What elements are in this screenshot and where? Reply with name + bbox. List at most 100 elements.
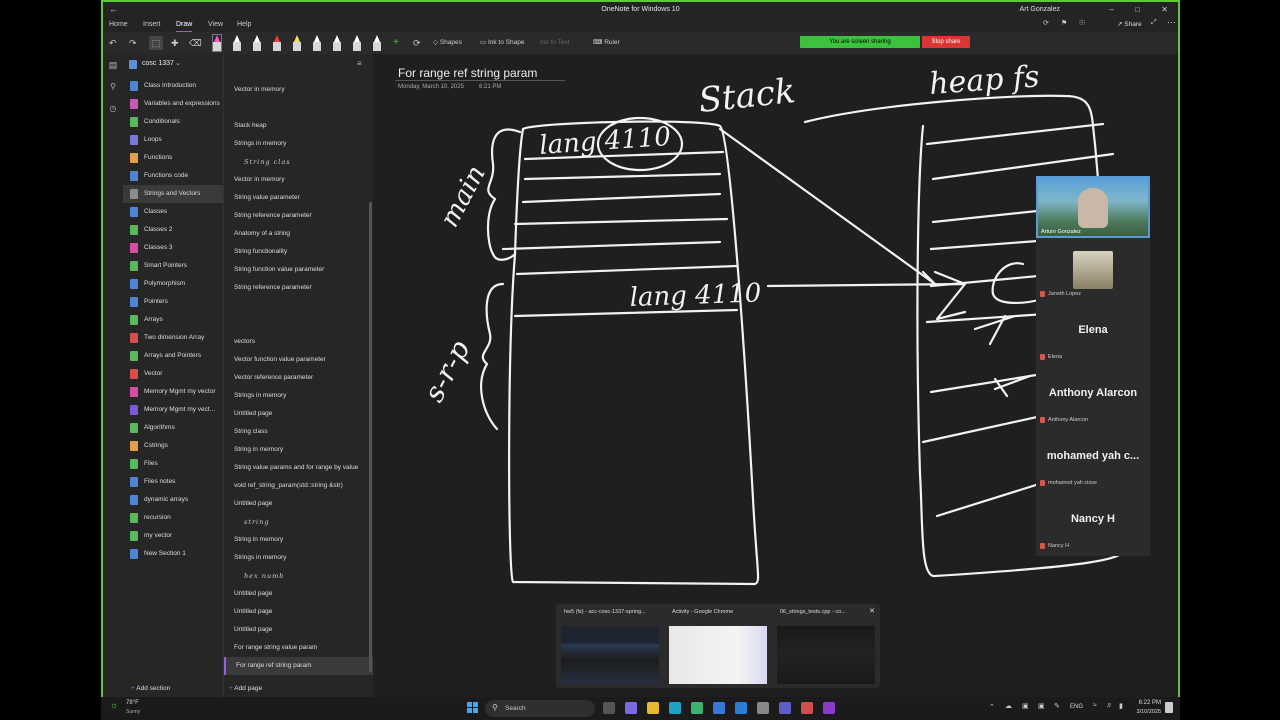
page-item[interactable]: Vector reference parameter bbox=[234, 374, 314, 381]
page-list-scrollbar[interactable] bbox=[369, 202, 372, 672]
participant-tile[interactable]: Arturo Gonzalez bbox=[1036, 176, 1150, 238]
clock-time[interactable]: 6:22 PM bbox=[1138, 700, 1161, 706]
calendar-icon[interactable] bbox=[757, 702, 769, 714]
store-icon[interactable] bbox=[713, 702, 725, 714]
pen-tool[interactable] bbox=[373, 35, 381, 51]
section-item[interactable]: Algorithms bbox=[123, 419, 223, 437]
page-item[interactable]: hex numb bbox=[244, 572, 285, 580]
section-item[interactable]: Vector bbox=[123, 365, 223, 383]
menu-view[interactable]: View bbox=[208, 21, 224, 28]
section-item[interactable]: Two dimension Array bbox=[123, 329, 223, 347]
participant-tile[interactable]: Janeth Lopez bbox=[1036, 239, 1150, 301]
tray-app-icon[interactable]: ▣ bbox=[1022, 703, 1029, 710]
page-item[interactable]: Untitled page bbox=[234, 500, 273, 507]
section-item[interactable]: Classes bbox=[123, 203, 223, 221]
task-window-thumbnail[interactable]: 06_strings_tests.cpp - co... bbox=[774, 604, 878, 688]
menu-home[interactable]: Home bbox=[109, 21, 128, 28]
minimize-icon[interactable]: – bbox=[1109, 5, 1114, 14]
page-item[interactable]: String functionality bbox=[234, 248, 288, 255]
copilot-icon[interactable] bbox=[625, 702, 637, 714]
page-item[interactable]: Untitled page bbox=[234, 626, 273, 633]
lasso-select-icon[interactable]: ⬚ bbox=[149, 36, 163, 50]
pen-tool[interactable] bbox=[353, 35, 361, 51]
notebook-header[interactable]: cosc 1337 ⌄ ≡ bbox=[123, 54, 373, 74]
ink-replay-icon[interactable]: ⟳ bbox=[413, 38, 421, 48]
close-icon[interactable]: ✕ bbox=[869, 608, 875, 615]
section-item[interactable]: Loops bbox=[123, 131, 223, 149]
page-item[interactable]: string bbox=[244, 518, 270, 526]
lightbulb-icon[interactable]: ☉ bbox=[1079, 20, 1086, 27]
add-space-icon[interactable]: ✚ bbox=[171, 38, 179, 48]
page-item[interactable]: String in memory bbox=[234, 446, 284, 453]
task-window-thumbnail[interactable]: Activity - Google Chrome bbox=[666, 604, 770, 688]
share-button[interactable]: ↗ Share bbox=[1117, 20, 1142, 28]
page-item[interactable]: Untitled page bbox=[234, 590, 273, 597]
section-item[interactable]: Cstrings bbox=[123, 437, 223, 455]
menu-insert[interactable]: Insert bbox=[143, 21, 161, 28]
task-view-icon[interactable] bbox=[603, 702, 615, 714]
pen-tool[interactable] bbox=[212, 34, 222, 52]
redo-icon[interactable]: ↷ bbox=[129, 38, 137, 48]
page-item[interactable]: Vector in memory bbox=[234, 176, 285, 183]
page-item[interactable]: String clas bbox=[244, 158, 291, 166]
pen-tool[interactable] bbox=[273, 35, 281, 51]
user-name[interactable]: Art Gonzalez bbox=[1019, 6, 1060, 13]
ink-to-text-button[interactable]: Ink to Text bbox=[540, 36, 570, 50]
volume-icon[interactable]: ♬ bbox=[1106, 702, 1113, 709]
section-item[interactable]: recursion bbox=[123, 509, 223, 527]
page-item[interactable]: String value params and for range by val… bbox=[234, 464, 359, 471]
taskbar-search[interactable]: ⚲ Search bbox=[485, 700, 595, 717]
section-item[interactable]: Arrays bbox=[123, 311, 223, 329]
pen-tray-icon[interactable]: ✎ bbox=[1054, 703, 1060, 710]
wifi-icon[interactable]: ≈ bbox=[1093, 702, 1097, 709]
search-icon[interactable]: ⚲ bbox=[110, 82, 116, 91]
pen-tool[interactable] bbox=[333, 35, 341, 51]
page-item[interactable]: Strings in memory bbox=[234, 392, 287, 399]
section-item[interactable]: Strings and Vectors bbox=[123, 185, 223, 203]
undo-icon[interactable]: ↶ bbox=[109, 38, 117, 48]
page-item[interactable]: Untitled page bbox=[234, 410, 273, 417]
shapes-button[interactable]: ◇ Shapes bbox=[433, 36, 462, 50]
page-item[interactable]: void ref_string_param(std::string &str) bbox=[234, 482, 343, 489]
fullscreen-icon[interactable]: ⤢ bbox=[1151, 19, 1157, 26]
page-item[interactable]: For range ref string param bbox=[224, 657, 373, 675]
ink-drawing[interactable]: Stack heap fs lang 4110 lang 4110 main s… bbox=[375, 54, 1180, 697]
section-item[interactable]: Pointers bbox=[123, 293, 223, 311]
page-item[interactable]: Strings in memory bbox=[234, 554, 287, 561]
page-item[interactable]: Anatomy of a string bbox=[234, 230, 290, 237]
page-item[interactable]: For range string value param bbox=[234, 644, 318, 651]
close-icon[interactable]: ✕ bbox=[1161, 5, 1168, 14]
section-item[interactable]: Smart Pointers bbox=[123, 257, 223, 275]
pen-tool[interactable] bbox=[253, 35, 261, 51]
pen-tool[interactable] bbox=[293, 35, 301, 51]
section-item[interactable]: Files bbox=[123, 455, 223, 473]
section-item[interactable]: Classes 3 bbox=[123, 239, 223, 257]
section-item[interactable]: New Section 1 bbox=[123, 545, 223, 563]
tray-chevron-icon[interactable]: ⌃ bbox=[989, 704, 995, 711]
eraser-icon[interactable]: ⌫ bbox=[189, 38, 202, 48]
pen-tool[interactable] bbox=[313, 35, 321, 51]
section-item[interactable]: Memory Mgmt my vect... bbox=[123, 401, 223, 419]
sort-icon[interactable]: ≡ bbox=[357, 59, 362, 68]
page-item[interactable]: Vector in memory bbox=[234, 86, 285, 93]
start-button[interactable] bbox=[467, 702, 479, 714]
section-item[interactable]: dynamic arrays bbox=[123, 491, 223, 509]
menu-draw[interactable]: Draw bbox=[176, 21, 193, 33]
file-explorer-icon[interactable] bbox=[647, 702, 659, 714]
chrome-icon[interactable] bbox=[691, 702, 703, 714]
section-item[interactable]: Conditionals bbox=[123, 113, 223, 131]
section-item[interactable]: Functions bbox=[123, 149, 223, 167]
section-item[interactable]: Memory Mgmt my vector bbox=[123, 383, 223, 401]
section-item[interactable]: Files notes bbox=[123, 473, 223, 491]
page-title[interactable]: For range ref string param bbox=[398, 66, 538, 80]
vscode-icon[interactable] bbox=[735, 702, 747, 714]
page-item[interactable]: String in memory bbox=[234, 536, 284, 543]
tray-app-icon[interactable]: ▣ bbox=[1038, 703, 1045, 710]
teams-icon[interactable] bbox=[779, 702, 791, 714]
stop-share-button[interactable]: Stop share bbox=[922, 36, 970, 48]
ruler-button[interactable]: ⌨ Ruler bbox=[593, 36, 620, 50]
add-page-button[interactable]: + Add page bbox=[224, 679, 373, 697]
page-item[interactable]: String reference parameter bbox=[234, 212, 312, 219]
add-section-button[interactable]: + Add section bbox=[123, 679, 223, 697]
